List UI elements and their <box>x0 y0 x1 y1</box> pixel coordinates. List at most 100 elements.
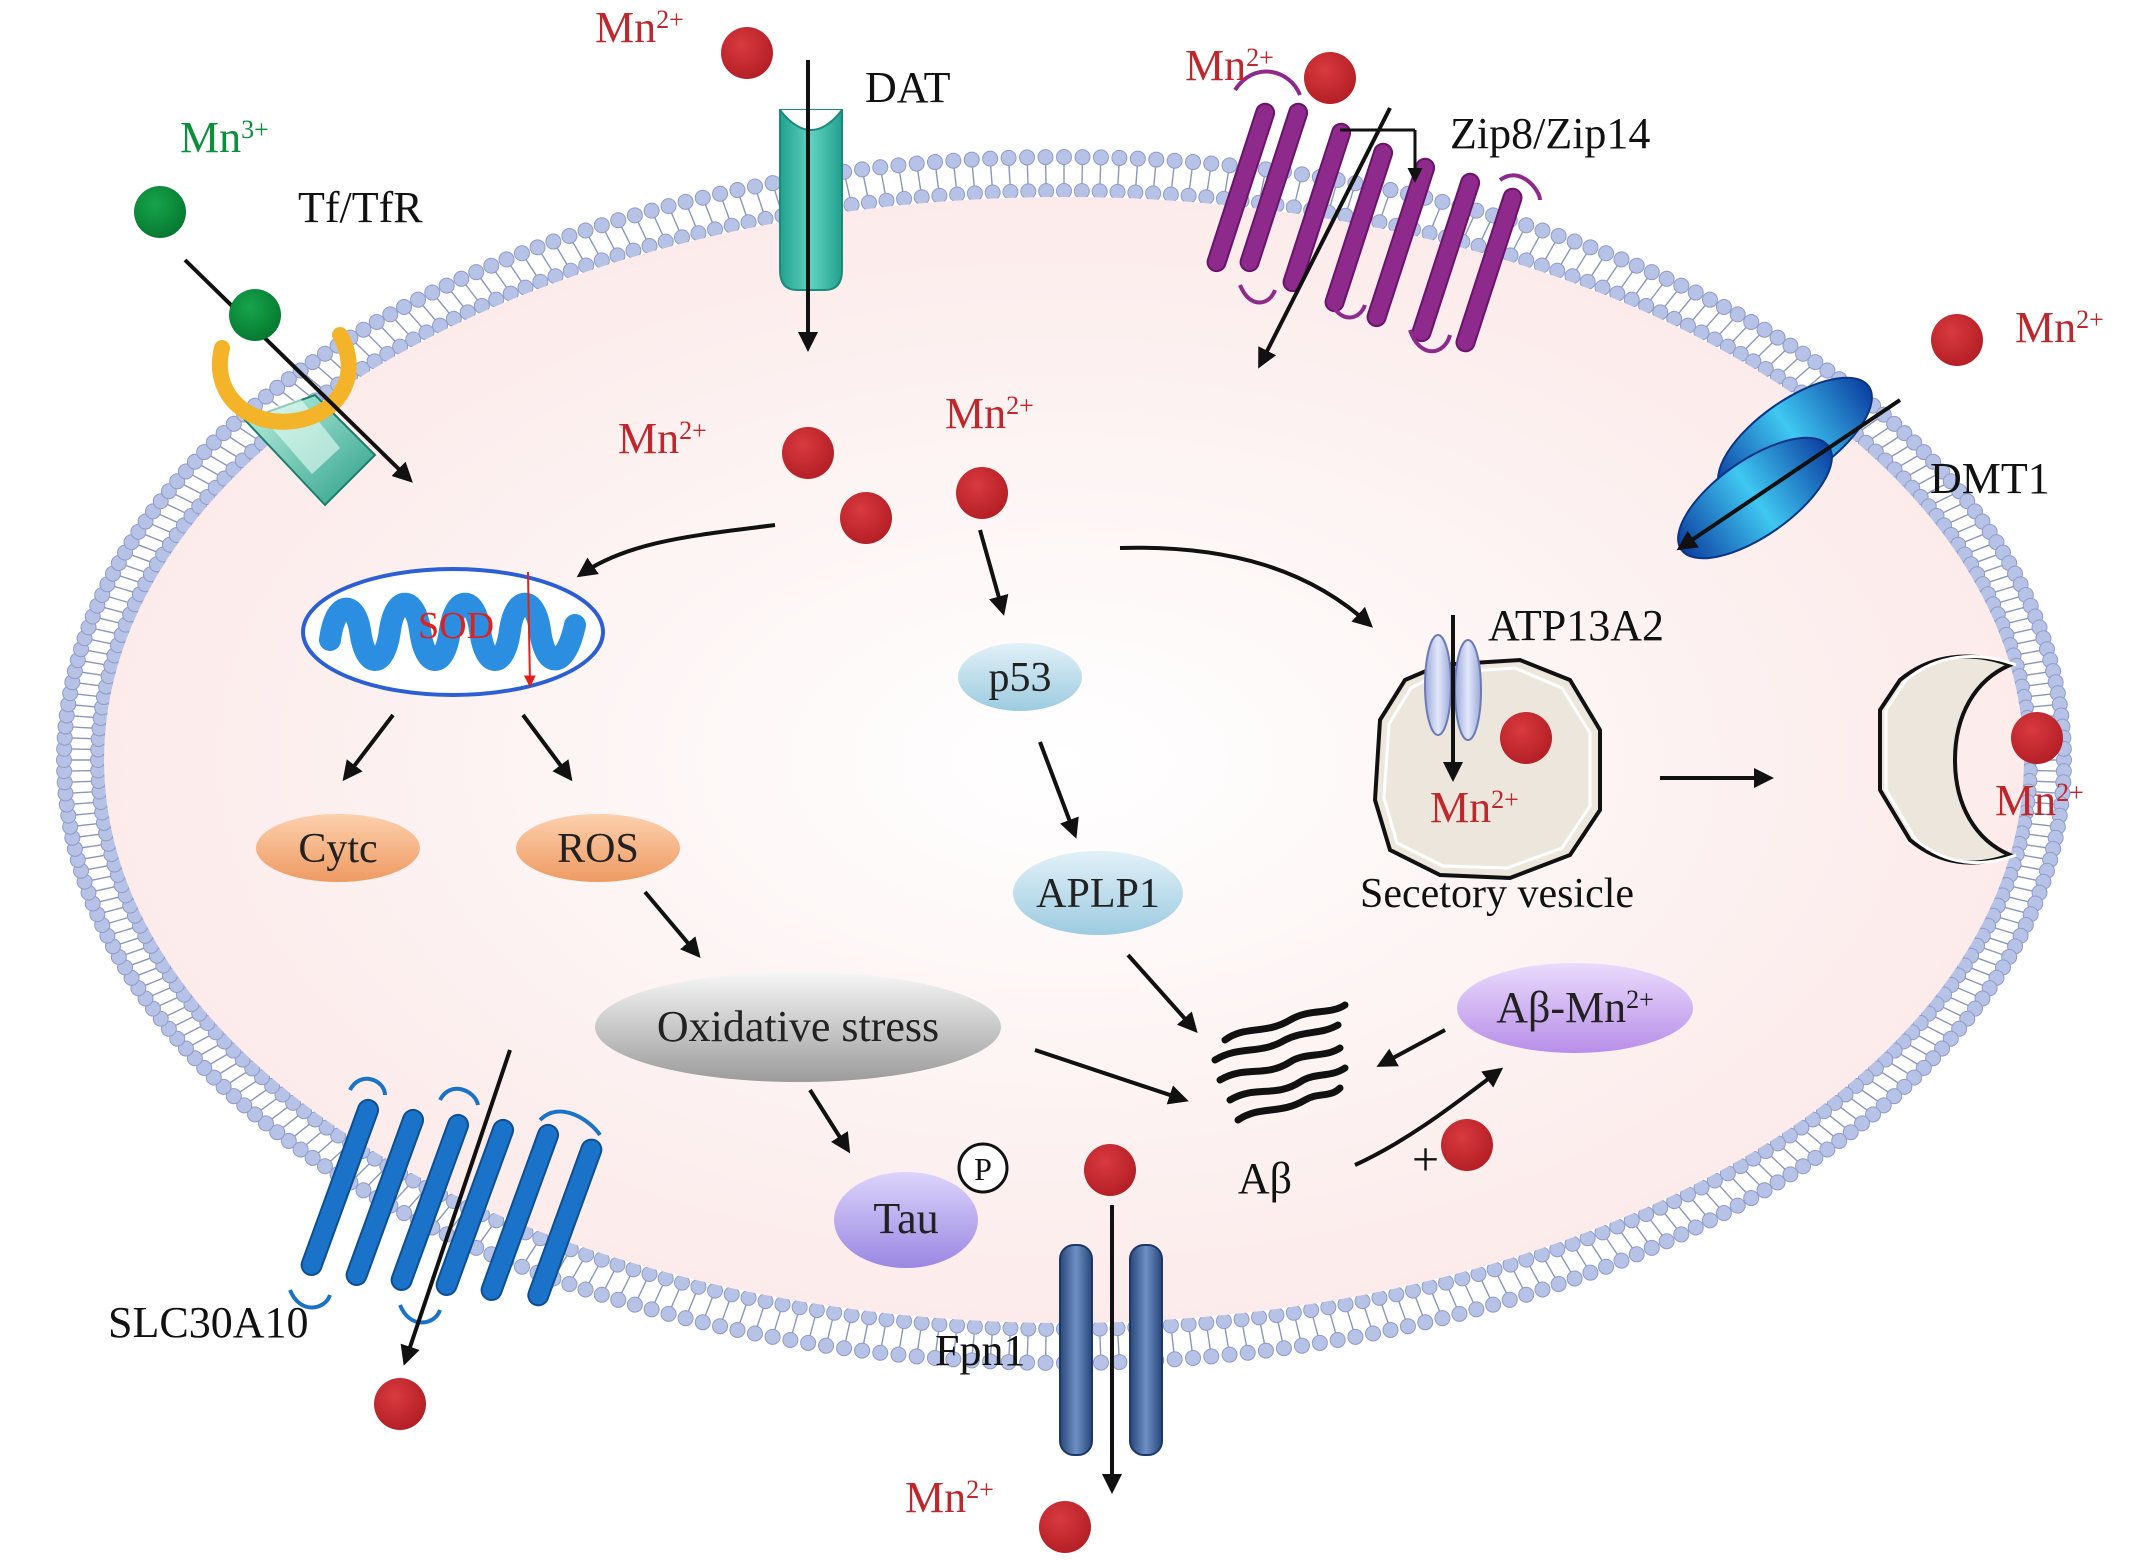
lipid-head <box>316 1158 333 1175</box>
lipid-head <box>1769 1174 1786 1191</box>
lipid-head <box>1673 277 1690 294</box>
dmt1-label: DMT1 <box>1930 454 2050 503</box>
lipid-head <box>1184 154 1201 171</box>
node-oxidative-stress: Oxidative stress <box>595 972 1001 1082</box>
arrow-abeta-to-abeta-mn <box>1354 1067 1504 1167</box>
lipid-head <box>694 189 711 206</box>
lipid-head <box>205 1069 222 1086</box>
lipid-head <box>1074 149 1091 166</box>
lipid-head <box>593 217 610 234</box>
arrow-aplp1-to-abeta <box>1126 953 1198 1033</box>
lipid-head <box>196 1059 213 1076</box>
lipid-head <box>483 257 500 274</box>
lipid-head <box>1000 1354 1017 1371</box>
lipid-head <box>186 453 203 470</box>
lipid-head <box>963 151 980 168</box>
mn2-ion <box>956 467 1008 519</box>
lipid-head <box>1701 1212 1718 1229</box>
lipid-head <box>1658 1233 1675 1250</box>
lipid-head <box>1162 1317 1179 1334</box>
lipid-head <box>304 1149 321 1166</box>
zip-label: Zip8/Zip14 <box>1450 109 1650 158</box>
lipid-head <box>1715 298 1732 315</box>
lipid-head <box>1111 149 1128 166</box>
mn2-ion <box>1441 1119 1493 1171</box>
mn2-label: Mn2+ <box>1185 41 1274 90</box>
mn2-ion <box>782 427 834 479</box>
arrow-mn-to-mito <box>576 523 776 578</box>
lipid-head <box>1743 1190 1760 1207</box>
lipid-head <box>1598 245 1615 262</box>
lipid-head <box>626 1296 643 1313</box>
lipid-head <box>1886 1088 1903 1105</box>
lipid-head <box>1285 1304 1302 1321</box>
lipid-head <box>513 245 530 262</box>
lipid-head <box>1701 291 1718 308</box>
lipid-head <box>468 264 485 281</box>
lipid-head <box>1613 251 1630 268</box>
lipid-head <box>1743 313 1760 330</box>
lipid-head <box>1203 1348 1220 1365</box>
lipid-head <box>529 239 546 256</box>
svg-text:Oxidative stress: Oxidative stress <box>657 1002 939 1051</box>
node-aplp1: APLP1 <box>1013 851 1183 935</box>
lipid-head <box>1782 337 1799 354</box>
lipid-head <box>269 1124 286 1141</box>
tf-tfr-label: Tf/TfR <box>298 183 423 232</box>
mn3-ion-bound <box>229 289 281 341</box>
lipid-head <box>1875 1097 1892 1114</box>
slc30a10-arrow: SLC30A10 <box>108 1049 512 1430</box>
mn3-label: Mn3+ <box>180 113 269 162</box>
lipid-head <box>1198 1314 1215 1331</box>
lipid-head <box>927 154 944 171</box>
lipid-head <box>1399 1318 1416 1335</box>
lipid-head <box>1166 1351 1183 1368</box>
lipid-head <box>225 415 242 432</box>
lipid-head <box>316 345 333 362</box>
mn2-label: Mn2+ <box>905 1473 994 1522</box>
lipid-head <box>1056 183 1072 199</box>
lipid-head <box>1906 434 1923 451</box>
lipid-head <box>1417 1314 1434 1331</box>
lipid-head <box>729 182 746 199</box>
lipid-head <box>643 202 660 219</box>
lipid-head <box>782 1331 799 1348</box>
lipid-head <box>1847 1077 1864 1094</box>
lipid-head <box>1382 1321 1399 1338</box>
lipid-head <box>1687 284 1704 301</box>
lipid-head <box>215 425 232 442</box>
lipid-head <box>1092 149 1109 166</box>
lipid-head <box>982 150 999 167</box>
svg-text:Cytc: Cytc <box>298 826 377 872</box>
lipid-head <box>561 1276 578 1293</box>
lipid-head <box>1769 329 1786 346</box>
lipid-head <box>577 1281 594 1298</box>
mn2-ion <box>1500 712 1552 764</box>
lipid-head <box>610 1291 627 1308</box>
lipid-head <box>626 207 643 224</box>
lipid-head <box>878 192 895 209</box>
secretory-vesicle: Mn2+ ATP13A2 Secetory vesicle <box>1360 601 1664 917</box>
lipid-head <box>1019 149 1036 166</box>
lipid-head <box>984 184 1001 201</box>
tf-tfr-transporter: Mn3+ Tf/TfR <box>134 113 423 507</box>
lipid-head <box>1127 184 1144 201</box>
lipid-head <box>843 196 860 213</box>
lipid-head <box>729 1321 746 1338</box>
svg-text:P: P <box>974 1151 992 1187</box>
arrow-abeta-mn-to-abeta <box>1376 1028 1446 1067</box>
lipid-head <box>1582 239 1599 256</box>
lipid-head <box>896 1313 913 1330</box>
lipid-head <box>1293 1337 1310 1354</box>
tf-receptor-arc <box>212 327 357 430</box>
lipid-head <box>1582 1264 1599 1281</box>
lipid-head <box>396 298 413 315</box>
node-tau: Tau P <box>834 1142 1009 1268</box>
fpn1-transporter: Mn2+ Fpn1 <box>905 1144 1163 1553</box>
lipid-head <box>1257 1342 1274 1359</box>
lipid-head <box>1925 1050 1942 1067</box>
lipid-head <box>1347 1328 1364 1345</box>
lipid-head <box>1566 233 1583 250</box>
lipid-head <box>498 251 515 268</box>
